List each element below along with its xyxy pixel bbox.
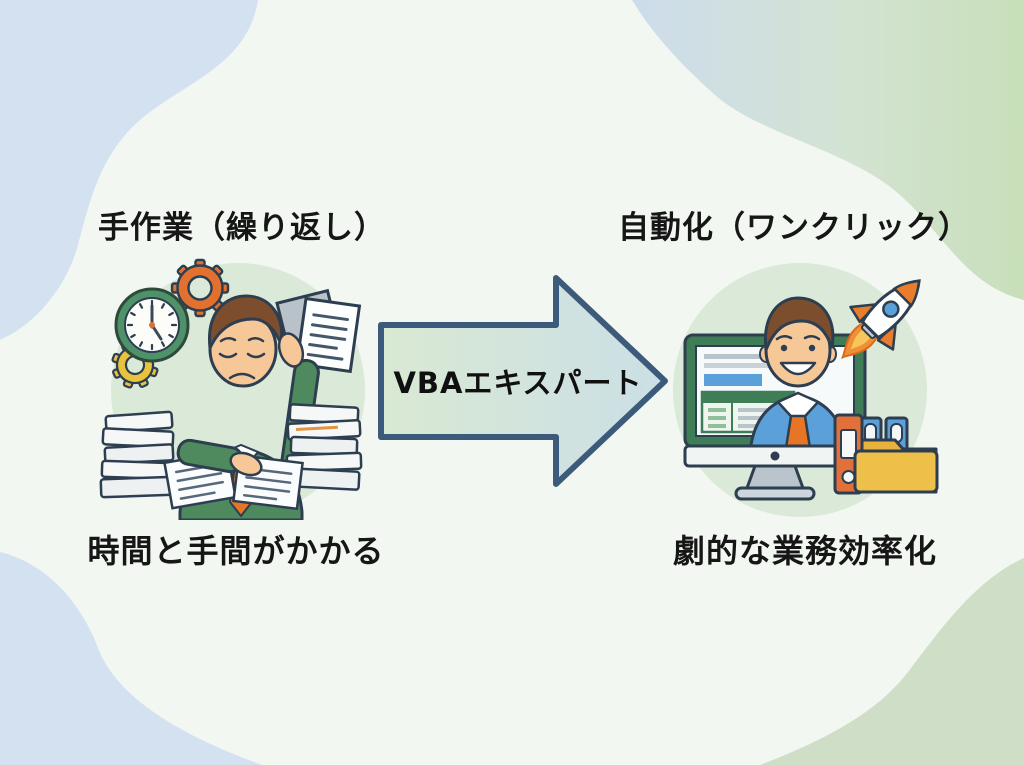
background-blob-bottom-left bbox=[0, 552, 262, 765]
background-blob-top-left bbox=[0, 0, 258, 340]
rocket-icon bbox=[841, 279, 921, 359]
before-caption: 時間と手間がかかる bbox=[87, 532, 385, 570]
desk-papers-icon bbox=[163, 438, 304, 511]
automated-worker-illustration bbox=[673, 263, 939, 517]
stressed-worker-illustration bbox=[99, 258, 365, 520]
paper-stack-right-icon bbox=[285, 403, 363, 491]
transformation-arrow bbox=[378, 275, 668, 487]
after-caption: 劇的な業務効率化 bbox=[672, 532, 937, 570]
arrow-label: VBAエキスパート bbox=[393, 366, 643, 400]
background-blob-top-right bbox=[632, 0, 1024, 300]
paper-stack-left-icon bbox=[99, 410, 177, 499]
before-title: 手作業（繰り返し） bbox=[98, 210, 386, 246]
gear-icon-orange bbox=[170, 258, 230, 318]
background-blob-bottom-right bbox=[760, 558, 1024, 765]
clock-icon bbox=[114, 287, 190, 363]
after-title: 自動化（ワンクリック） bbox=[618, 210, 970, 246]
folder-icon bbox=[853, 438, 939, 494]
